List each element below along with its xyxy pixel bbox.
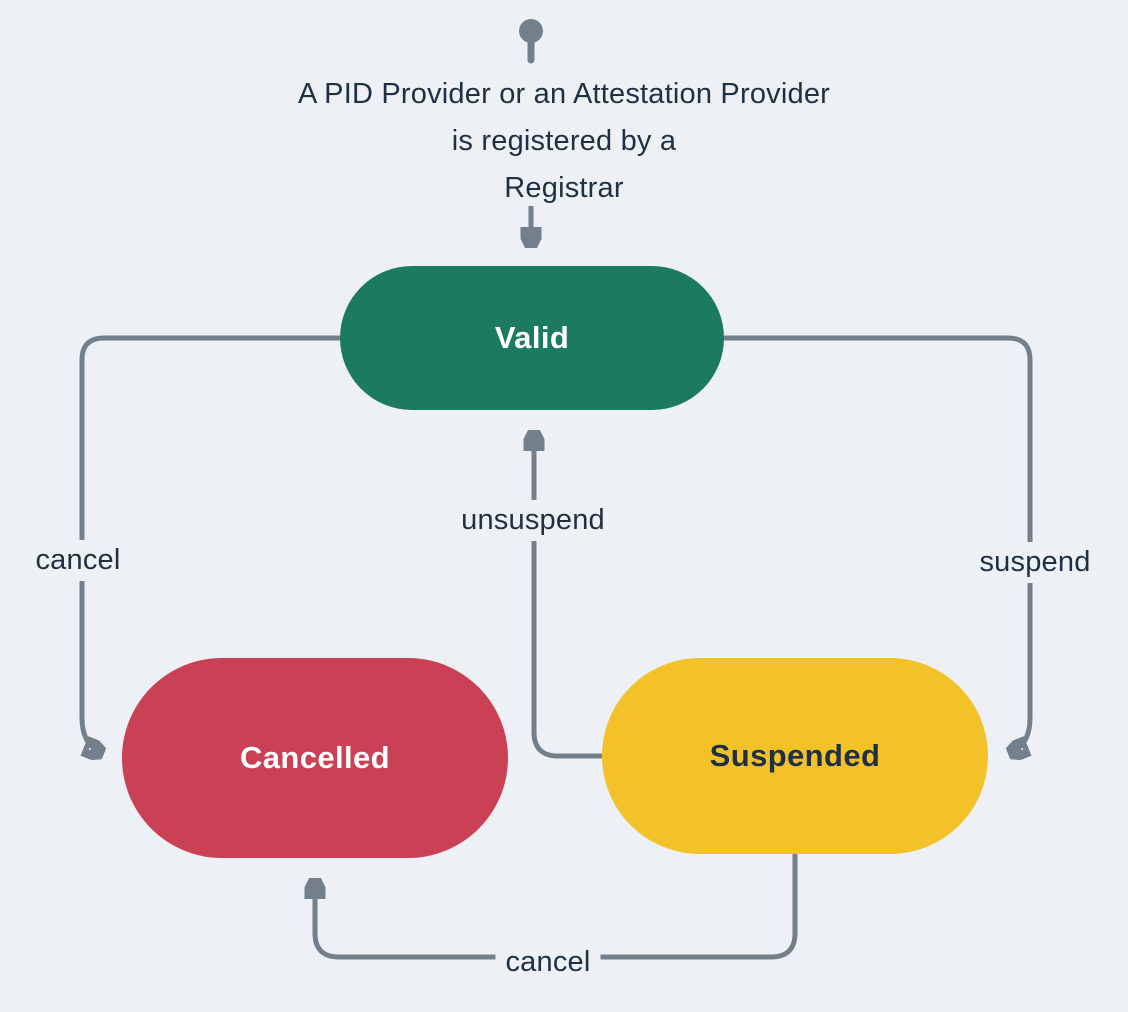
- transition-label-unsuspend: unsuspend: [451, 500, 615, 541]
- connector-valid-to-suspended: [724, 335, 1033, 753]
- state-suspended: Suspended: [602, 658, 988, 854]
- start-description-line: Registrar: [504, 172, 624, 204]
- transition-label-cancel-left: cancel: [25, 540, 131, 581]
- start-description-line: A PID Provider or an Attestation Provide…: [297, 78, 831, 110]
- state-valid-label: Valid: [494, 320, 570, 355]
- state-suspended-label: Suspended: [709, 738, 881, 773]
- transition-label-cancel-bottom: cancel: [495, 942, 601, 983]
- state-valid: Valid: [340, 266, 724, 410]
- connector-suspended-to-valid: [534, 432, 602, 759]
- start-node-icon: [519, 19, 543, 43]
- start-description: A PID Provider or an Attestation Provide…: [0, 71, 1128, 212]
- transition-label-suspend: suspend: [969, 542, 1101, 583]
- state-cancelled: Cancelled: [122, 658, 508, 858]
- start-description-line: is registered by a: [451, 125, 677, 157]
- connector-valid-to-cancelled: [79, 335, 340, 753]
- state-cancelled-label: Cancelled: [239, 740, 391, 775]
